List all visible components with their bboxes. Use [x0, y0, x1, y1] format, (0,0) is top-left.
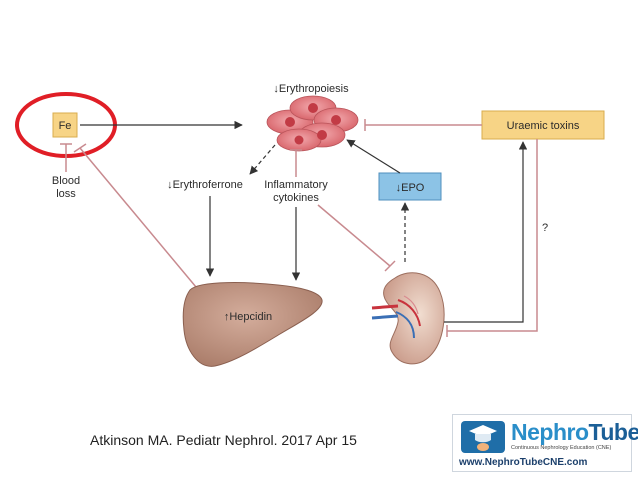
question-mark-label: ? [542, 222, 548, 234]
nephrotube-logo: NephroTube Continuous Nephrology Educati… [452, 414, 638, 472]
liver-icon [182, 282, 323, 367]
erythropoiesis-label: ↓Erythropoiesis [273, 83, 349, 95]
inflammatory-cytokines-label-line1: Inflammatory [264, 179, 328, 191]
blood-loss-label-line2: loss [56, 188, 76, 200]
hepcidin-label: ↑Hepcidin [224, 311, 272, 323]
fe-label: Fe [59, 120, 72, 132]
epo-to-erythropoiesis-arrow [346, 139, 401, 174]
citation-text: Atkinson MA. Pediatr Nephrol. 2017 Apr 1… [90, 432, 357, 448]
fe-box [52, 112, 78, 138]
kidney-to-toxins-arrow [444, 141, 528, 323]
kidney-icon [371, 272, 445, 365]
logo-tagline: Continuous Nephrology Education (CNE) [511, 445, 612, 451]
hepcidin-inhibit-fe-line [79, 147, 197, 288]
uraemic-toxins-box [481, 110, 605, 140]
logo-wordmark: NephroTube [511, 419, 638, 446]
logo-url[interactable]: www.NephroTubeCNE.com [459, 457, 588, 468]
anemia-pathway-diagram: Fe Blood loss ↓Erythropoiesis Uraemic to… [15, 83, 605, 367]
erythroferrone-dashed-arrow [249, 144, 276, 175]
inflammatory-cytokines-label-line2: cytokines [273, 192, 319, 204]
epo-box [378, 172, 442, 201]
logo-name-part1: Nephro [511, 419, 589, 445]
logo-name-part2: Tube [588, 419, 638, 445]
cytokines-inhibit-kidney-line [317, 204, 391, 267]
epo-label: ↓EPO [396, 182, 425, 194]
cytokines-inhibit-kidney-bar [384, 260, 396, 272]
graduation-cap-kidney-icon [461, 421, 505, 453]
blood-loss-label-line1: Blood [52, 175, 80, 187]
hepcidin-inhibit-fe-bar [73, 143, 87, 153]
erythroferrone-label: ↓Erythroferrone [167, 179, 243, 191]
toxins-inhibit-kidney-line [447, 139, 538, 332]
uraemic-toxins-label: Uraemic toxins [507, 120, 580, 132]
red-cells-cluster-icon [266, 95, 359, 152]
